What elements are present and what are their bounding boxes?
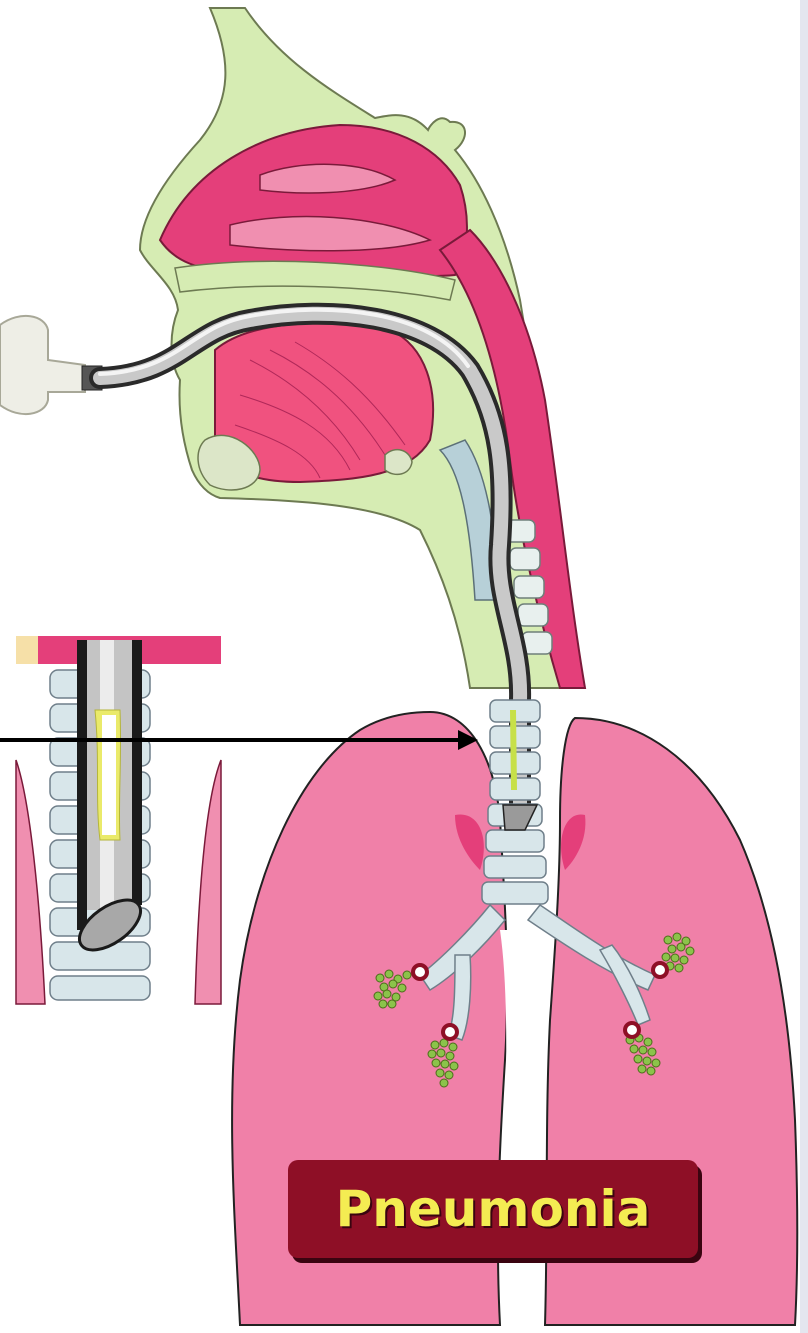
tube-connector <box>0 316 85 414</box>
inset-lumen <box>102 715 116 835</box>
diagnosis-label: Pneumonia <box>288 1160 698 1258</box>
inset-magnified-trachea <box>16 636 221 1004</box>
inset-top-skin <box>16 636 38 664</box>
mediastinum <box>500 930 548 1160</box>
hyoid-bone <box>385 450 412 475</box>
tracheal-secretions <box>510 710 517 790</box>
diagnosis-label-text: Pneumonia <box>336 1180 651 1238</box>
background-edge <box>800 0 808 1333</box>
